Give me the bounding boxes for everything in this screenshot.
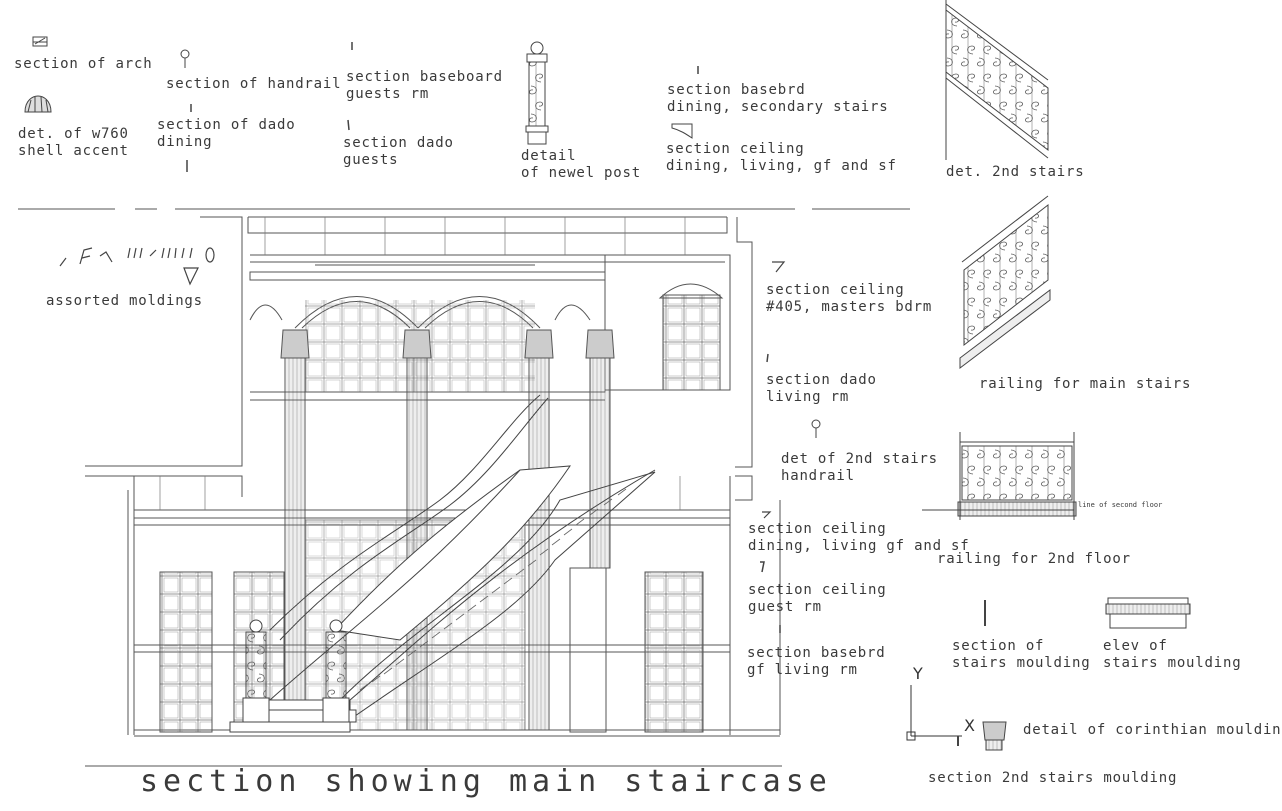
dado-guests-icon <box>347 119 350 131</box>
staircase-newel-posts <box>242 619 350 723</box>
axis-x-label: X <box>964 716 975 735</box>
upper-gallery-grid <box>159 217 686 510</box>
dado-living-icon <box>766 353 769 363</box>
det-2nd-stairs-railing <box>945 0 1049 160</box>
ucs-axis-icon <box>906 685 962 741</box>
axis-y-label: Y <box>913 664 923 683</box>
corinthian-detail-icon <box>982 721 1007 751</box>
section-of-arch-icon <box>32 36 48 47</box>
handrail-2nd-icon <box>811 419 821 438</box>
label-section-ceiling-405: section ceiling#405, masters bdrm <box>766 282 933 315</box>
newel-post-detail <box>525 41 549 145</box>
label-section-of-handrail: section of handrail <box>166 76 342 92</box>
ceiling-guest-icon <box>760 561 765 573</box>
drawing-title: section showing main staircase <box>140 764 832 799</box>
label-assorted-moldings: assorted moldings <box>46 293 203 309</box>
ceiling-405-icon <box>772 261 786 273</box>
label-det-2nd-stairs: det. 2nd stairs <box>946 164 1085 180</box>
stairs-moulding-elev-icon <box>1105 597 1191 629</box>
label-railing-2nd-floor: railing for 2nd floor <box>937 551 1131 567</box>
assorted-moldings-icons <box>59 247 215 286</box>
label-railing-main: railing for main stairs <box>979 376 1192 392</box>
label-section-2nd-stairs-moulding: section 2nd stairs moulding <box>928 770 1178 786</box>
railing-2nd-floor <box>922 432 1077 520</box>
label-detail-corinthian: detail of corinthian moulding <box>1023 722 1282 738</box>
handrail-section-icon <box>180 49 190 68</box>
label-section-of-arch: section of arch <box>14 56 153 72</box>
ceiling-dining-icon <box>671 123 693 139</box>
main-staircase <box>229 394 656 733</box>
railing-main-stairs <box>959 195 1051 370</box>
ceiling-dining-gf-icon <box>762 511 772 519</box>
label-line-second-floor: line of second floor <box>1078 501 1163 509</box>
shell-accent-icon <box>24 95 52 113</box>
